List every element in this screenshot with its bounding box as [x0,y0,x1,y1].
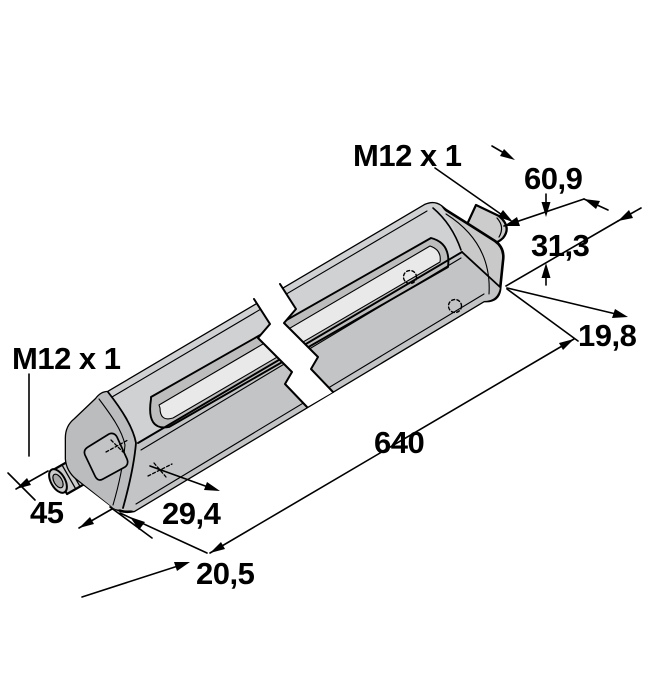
end-top-edge [432,207,462,251]
arrowhead [541,202,551,217]
arrowhead [204,482,220,491]
arrowhead [130,517,145,530]
label-connector-top: M12 x 1 [353,138,462,173]
arrowhead [498,210,513,222]
dim-60-outer-shaft [491,145,505,154]
end-side-edge [461,251,501,288]
arrowhead [79,517,94,528]
dimension-lines [7,145,642,598]
dim-20-shaft [81,565,179,598]
label-end-height: 31,3 [531,228,590,263]
break-edge-left [253,298,308,408]
label-length: 640 [374,425,424,460]
break-gap [254,284,333,407]
label-end-width: 60,9 [524,161,583,196]
arrowhead [612,309,628,318]
arrowhead [210,542,225,553]
break-lines [253,283,334,408]
dimension-labels: M12 x 1 60,9 31,3 19,8 640 M12 x 1 45 29… [12,138,637,591]
hole-marker-circle [402,269,418,285]
arrowhead [618,210,633,221]
label-connector-len: 45 [30,495,64,530]
label-hole-offset: 29,4 [162,496,222,531]
hole-marker-cross [105,439,129,453]
stub-rim-line [496,217,503,238]
arrowhead [500,149,515,160]
connector-tip-pin [52,473,64,489]
ext-line-cap-face [109,506,153,539]
sensor-body [48,201,508,514]
arrowhead [16,478,31,489]
arrowhead [559,339,574,350]
cap-boundary-edge [107,391,137,509]
label-end-offset: 20,5 [196,556,255,591]
ext-line-640-right [506,288,579,342]
slot-floor [158,245,441,420]
dim-640-line [209,338,575,554]
hole-marker-circle [447,298,463,314]
end-inner-rim [445,213,490,295]
dim-19-pointer [506,287,617,315]
break-edge-right [279,283,334,393]
dim-31-rail [505,220,619,287]
arrowhead [584,199,600,209]
arrowhead [541,263,551,278]
label-connector-left: M12 x 1 [12,341,121,376]
label-end-depth: 19,8 [578,318,637,353]
arrowhead [174,562,190,571]
leader-connector-top [434,167,506,218]
dim-29-pointer [149,465,209,488]
ext-line-640-left [119,512,208,554]
cap-inner-line [98,398,126,506]
